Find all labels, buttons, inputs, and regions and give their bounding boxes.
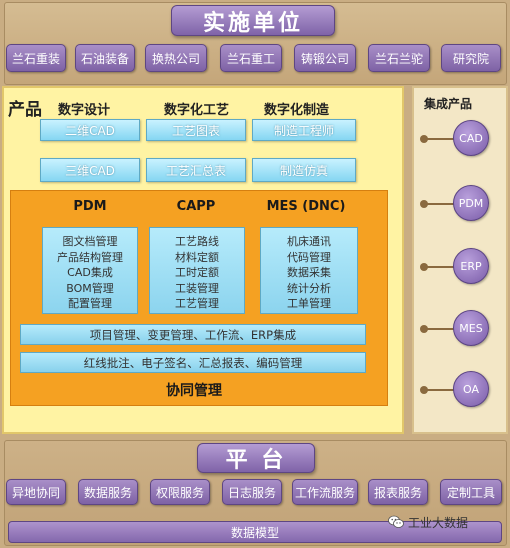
service-pill[interactable]: 定制工具 [440,479,502,505]
pdm-features[interactable]: 图文档管理 产品结构管理 CAD集成 BOM管理 配置管理 [42,227,138,314]
connector-dot [420,325,428,333]
unit-pill[interactable]: 石油装备 [75,44,135,72]
integration-cad[interactable]: CAD [453,120,489,156]
feature-item: 代码管理 [287,250,331,264]
feature-item: 材料定额 [175,250,219,264]
integration-oa[interactable]: OA [453,371,489,407]
integration-label: 集成产品 [424,97,473,111]
feature-item: BOM管理 [66,281,114,295]
watermark-text: 工业大数据 [408,515,469,530]
collaboration-title: 协同管理 [166,383,222,399]
feature-item: 统计分析 [287,281,331,295]
unit-pill[interactable]: 兰石兰驼 [368,44,430,72]
data-model-bar[interactable]: 数据模型 [8,521,502,543]
integration-mes[interactable]: MES [453,310,489,346]
product-2d-cad[interactable]: 二维CAD [40,119,140,141]
product-manufacturing-simulation[interactable]: 制造仿真 [252,158,356,182]
connector-line [424,328,456,330]
connector-line [424,266,456,268]
annotation-signature-bar[interactable]: 红线批注、电子签名、汇总报表、编码管理 [20,352,366,373]
unit-pill[interactable]: 换热公司 [145,44,207,72]
service-pill[interactable]: 数据服务 [78,479,138,505]
products-label: 产品 [8,100,42,120]
feature-item: 工艺路线 [175,235,219,248]
connector-line [424,138,456,140]
connector-line [424,389,456,391]
product-manufacturing-engineer[interactable]: 制造工程师 [252,119,356,141]
mes-features[interactable]: 机床通讯 代码管理 数据采集 统计分析 工单管理 [260,227,358,314]
implementing-units-title: 实施单位 [171,5,335,36]
product-3d-cad[interactable]: 三维CAD [40,158,140,182]
project-management-bar[interactable]: 项目管理、变更管理、工作流、ERP集成 [20,324,366,345]
feature-item: CAD集成 [67,266,113,279]
module-title-pdm: PDM [73,198,107,214]
unit-pill[interactable]: 铸锻公司 [294,44,356,72]
feature-item: 工装管理 [175,281,219,295]
feature-item: 产品结构管理 [57,250,123,264]
feature-item: 机床通讯 [287,235,331,248]
feature-item: 图文档管理 [62,235,118,248]
service-pill[interactable]: 权限服务 [150,479,210,505]
service-pill[interactable]: 工作流服务 [292,479,358,505]
connector-dot [420,386,428,394]
unit-pill[interactable]: 兰石重工 [220,44,282,72]
platform-title: 平 台 [197,443,315,473]
feature-item: 工艺管理 [175,297,219,310]
column-header-digital-manufacturing: 数字化制造 [264,103,330,118]
watermark: 工业大数据 [388,513,468,531]
feature-item: 数据采集 [287,266,331,279]
service-pill[interactable]: 异地协同 [6,479,66,505]
connector-dot [420,263,428,271]
column-header-digital-design: 数字设计 [58,103,111,118]
service-pill[interactable]: 报表服务 [368,479,428,505]
product-process-chart[interactable]: 工艺图表 [146,119,246,141]
connector-line [424,203,456,205]
connector-dot [420,135,428,143]
wechat-icon [388,515,404,529]
module-title-mes: MES (DNC) [266,198,346,214]
module-title-capp: CAPP [176,198,216,214]
service-pill[interactable]: 日志服务 [222,479,282,505]
unit-pill[interactable]: 研究院 [441,44,501,72]
capp-features[interactable]: 工艺路线 材料定额 工时定额 工装管理 工艺管理 [149,227,245,314]
connector-dot [420,200,428,208]
feature-item: 工时定额 [175,266,219,279]
feature-item: 配置管理 [68,297,112,310]
integration-erp[interactable]: ERP [453,248,489,284]
unit-pill[interactable]: 兰石重装 [6,44,66,72]
integration-pdm[interactable]: PDM [453,185,489,221]
product-process-summary[interactable]: 工艺汇总表 [146,158,246,182]
feature-item: 工单管理 [287,297,331,310]
column-header-digital-process: 数字化工艺 [164,103,230,118]
